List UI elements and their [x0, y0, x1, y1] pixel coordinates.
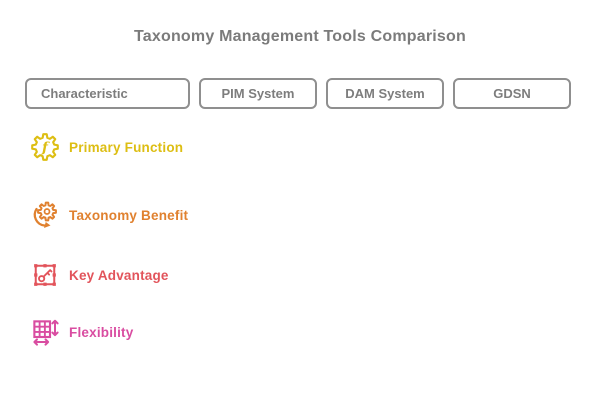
- header-cell-characteristic: Characteristic: [25, 78, 190, 109]
- header-label: PIM System: [221, 86, 295, 101]
- row-label: Primary Function: [69, 139, 184, 155]
- flexible-grid-icon: [30, 317, 60, 347]
- row-label: Flexibility: [69, 324, 134, 340]
- table-header-row: Characteristic PIM System DAM System GDS…: [25, 78, 571, 109]
- svg-text:f: f: [41, 140, 50, 156]
- table-row-taxonomy-benefit: Taxonomy Benefit: [30, 200, 188, 230]
- row-label: Key Advantage: [69, 267, 169, 283]
- key-selection-icon: [30, 260, 60, 290]
- header-cell-dam-system: DAM System: [326, 78, 444, 109]
- table-row-primary-function: f Primary Function: [30, 132, 183, 162]
- row-label: Taxonomy Benefit: [69, 207, 189, 223]
- sync-gear-icon: [30, 200, 60, 230]
- page-title: Taxonomy Management Tools Comparison: [134, 28, 466, 45]
- header-cell-gdsn: GDSN: [453, 78, 571, 109]
- header-label: Characteristic: [41, 86, 128, 101]
- table-row-key-advantage: Key Advantage: [30, 260, 169, 290]
- function-gear-icon: f: [30, 132, 60, 162]
- header-cell-pim-system: PIM System: [199, 78, 317, 109]
- header-label: DAM System: [345, 86, 425, 101]
- header-label: GDSN: [493, 86, 531, 101]
- table-row-flexibility: Flexibility: [30, 317, 133, 347]
